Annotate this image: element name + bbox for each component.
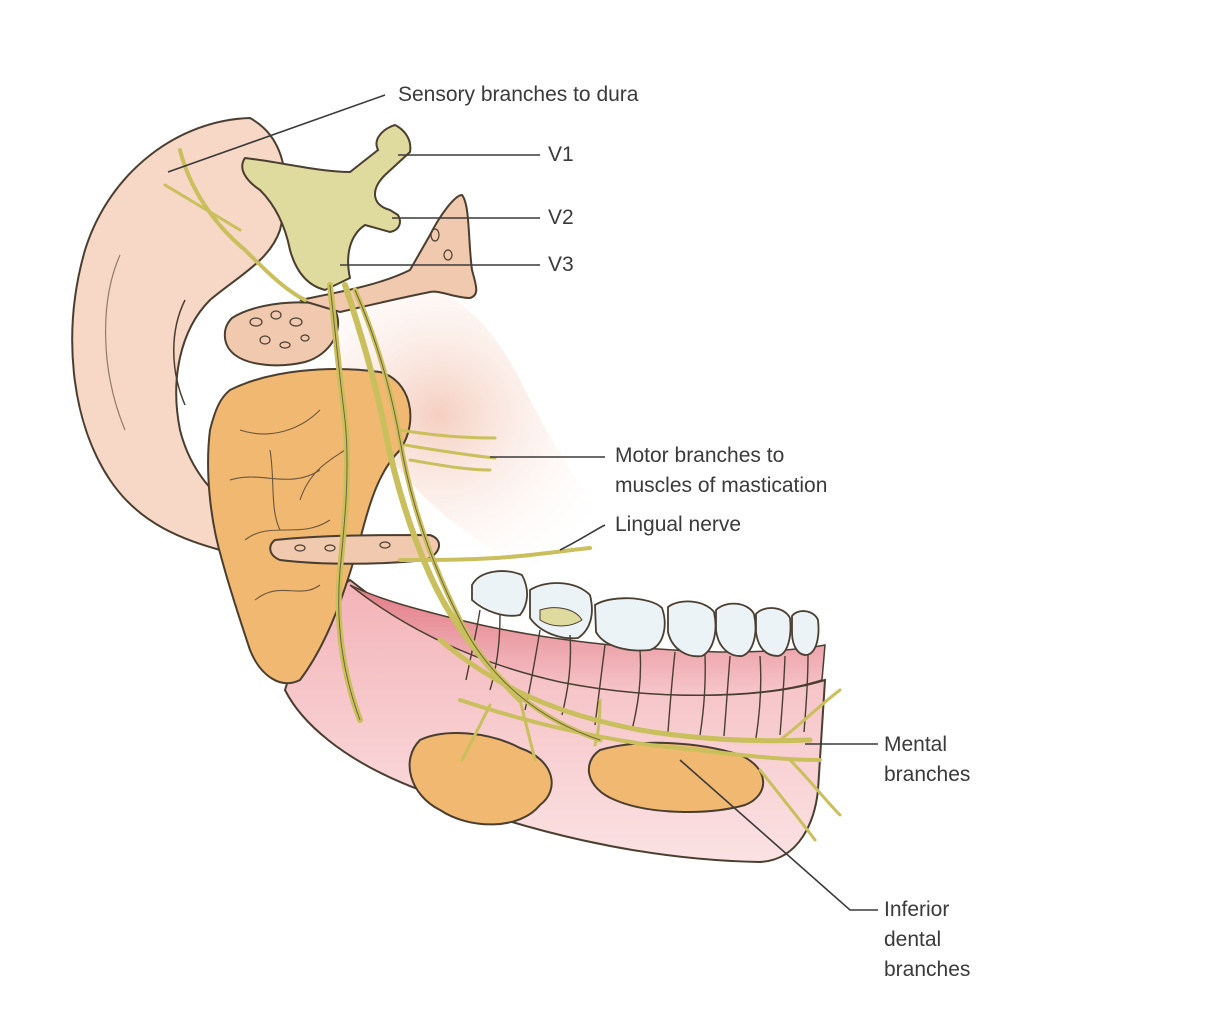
- label-inferior-line3: branches: [884, 958, 971, 981]
- leader-lingual: [559, 524, 606, 551]
- label-mental-line2: branches: [884, 763, 971, 786]
- label-inferior-line2: dental: [884, 928, 942, 951]
- tooth-7: [791, 610, 820, 656]
- tooth-6: [755, 607, 792, 657]
- label-motor-branches: Motor branches to muscles of mastication: [615, 441, 827, 501]
- dental-branch-3: [460, 703, 492, 762]
- label-inferior-line1: Inferior: [884, 898, 950, 921]
- tooth-3: [594, 597, 666, 652]
- lingual-nerve: [398, 546, 592, 562]
- bone-pores: [249, 228, 453, 552]
- sensory-dura-nerve-2: [163, 183, 242, 232]
- label-motor-line1: Motor branches to: [615, 444, 785, 467]
- label-sensory-branches: Sensory branches to dura: [398, 83, 639, 106]
- label-mental-line1: Mental: [884, 733, 948, 756]
- sphenoid-bone: [299, 193, 478, 314]
- leader-sensory: [167, 94, 386, 173]
- submandibular-gland-left: [408, 732, 553, 826]
- tooth-4: [667, 600, 717, 658]
- leader-lines: [167, 94, 878, 911]
- label-lingual-nerve: Lingual nerve: [615, 513, 742, 536]
- dental-branch-2: [593, 698, 602, 747]
- dental-branch-1: [518, 698, 537, 762]
- inferior-alveolar-2: [458, 698, 822, 762]
- leader-inferior: [679, 759, 878, 911]
- motor-branch-2: [403, 443, 497, 460]
- tooth-5: [715, 602, 757, 657]
- tooth-1: [471, 570, 528, 617]
- parotid-gland: [207, 368, 412, 685]
- nerve-outlines: [329, 284, 601, 741]
- motor-branch-1: [398, 428, 497, 440]
- mental-branch-1: [778, 688, 842, 742]
- label-inferior-dental: Inferior dental branches: [884, 895, 970, 985]
- shaded-area: [330, 280, 640, 580]
- mental-branch-2: [758, 768, 817, 842]
- ear-inner-fold: [173, 299, 186, 406]
- inferior-alveolar: [437, 637, 813, 744]
- mental-branch-3: [788, 758, 842, 817]
- label-mental-branches: Mental branches: [884, 730, 970, 790]
- tooth-pulp: [539, 607, 583, 627]
- parotid-lobules: [229, 409, 346, 601]
- motor-branch-3: [408, 458, 492, 472]
- petrous-bone: [223, 301, 340, 367]
- label-motor-line2: muscles of mastication: [615, 474, 828, 497]
- label-v3: V3: [548, 253, 574, 276]
- teeth: [471, 570, 820, 658]
- v3-trunk-b: [342, 282, 523, 703]
- trigeminal-ganglion: [241, 123, 412, 292]
- ear-inner-fold-2: [105, 254, 126, 431]
- sensory-dura-nerve: [178, 148, 307, 302]
- label-v2: V2: [548, 206, 574, 229]
- label-v1: V1: [548, 143, 574, 166]
